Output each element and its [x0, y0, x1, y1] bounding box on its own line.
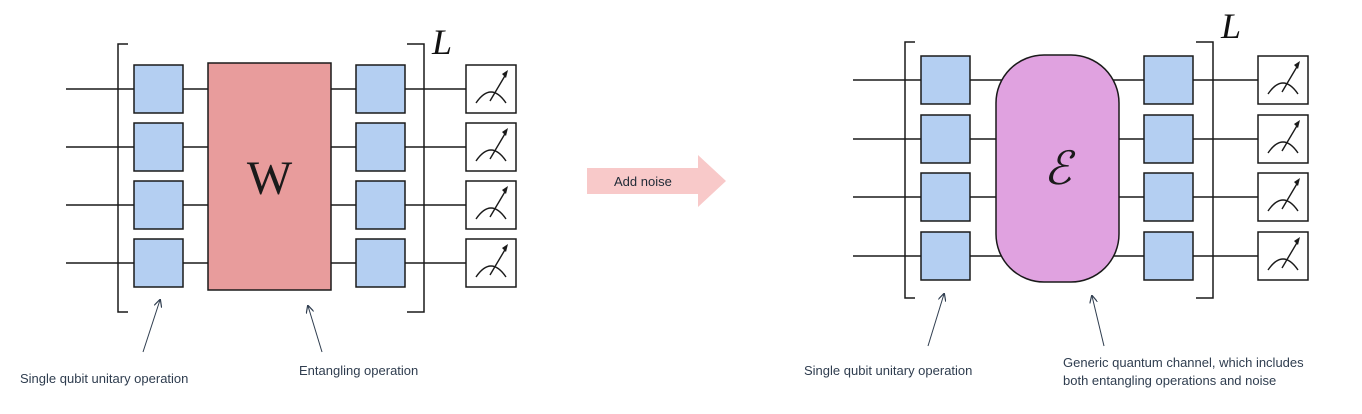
single-qubit-gate	[133, 238, 184, 288]
add-noise-transition: Add noise	[587, 155, 726, 207]
entangling-gate-w	[207, 62, 332, 291]
single-qubit-gate	[920, 114, 971, 164]
measurement-meter-icon	[1257, 55, 1309, 105]
single-qubit-gate	[1143, 172, 1194, 222]
single-qubit-gate	[920, 231, 971, 281]
single-qubit-gate	[920, 55, 971, 105]
left-entangle-annotation: Entangling operation	[299, 363, 418, 378]
left-repeat-label: L	[431, 22, 452, 62]
measurement-meter-icon	[465, 238, 517, 288]
right-single-annotation: Single qubit unitary operation	[804, 363, 972, 378]
measurement-meter-icon	[465, 122, 517, 172]
right-channel-annotation-line2: both entangling operations and noise	[1063, 373, 1276, 388]
right-single-gates-col1	[920, 55, 971, 281]
measurement-meter-icon	[1257, 172, 1309, 222]
single-qubit-gate	[355, 64, 406, 114]
entangling-gate-label: W	[247, 152, 293, 205]
left-single-pointer-arrow	[142, 300, 160, 353]
single-qubit-gate	[133, 122, 184, 172]
right-repeat-label: L	[1220, 6, 1241, 46]
left-single-annotation: Single qubit unitary operation	[20, 371, 188, 386]
single-qubit-gate	[133, 180, 184, 230]
single-qubit-gate	[355, 180, 406, 230]
add-noise-label: Add noise	[614, 174, 672, 189]
single-qubit-gate	[355, 122, 406, 172]
measurement-meter-icon	[465, 64, 517, 114]
left-measurement-meters	[465, 64, 517, 288]
single-qubit-gate	[133, 64, 184, 114]
measurement-meter-icon	[465, 180, 517, 230]
left-circuit: W L	[20, 22, 517, 386]
quantum-channel-label: ℰ	[1044, 141, 1076, 195]
measurement-meter-icon	[1257, 114, 1309, 164]
single-qubit-gate	[1143, 55, 1194, 105]
left-open-bracket	[117, 43, 128, 313]
right-single-gates-col2	[1143, 55, 1194, 281]
quantum-channel	[995, 54, 1120, 283]
right-single-pointer-arrow	[927, 294, 944, 347]
right-circuit: ℰ L	[804, 6, 1309, 388]
left-close-bracket	[407, 43, 425, 313]
add-noise-arrow-shape	[587, 155, 726, 207]
single-qubit-gate	[1143, 114, 1194, 164]
right-measurement-meters	[1257, 55, 1309, 281]
right-channel-pointer-arrow	[1092, 296, 1105, 347]
left-single-gates-col2	[355, 64, 406, 288]
single-qubit-gate	[355, 238, 406, 288]
left-entangle-pointer-arrow	[308, 306, 323, 353]
single-qubit-gate	[920, 172, 971, 222]
right-close-bracket	[1196, 41, 1214, 299]
right-channel-annotation-line1: Generic quantum channel, which includes	[1063, 355, 1304, 370]
measurement-meter-icon	[1257, 231, 1309, 281]
single-qubit-gate	[1143, 231, 1194, 281]
left-single-gates-col1	[133, 64, 184, 288]
right-open-bracket	[904, 41, 915, 299]
